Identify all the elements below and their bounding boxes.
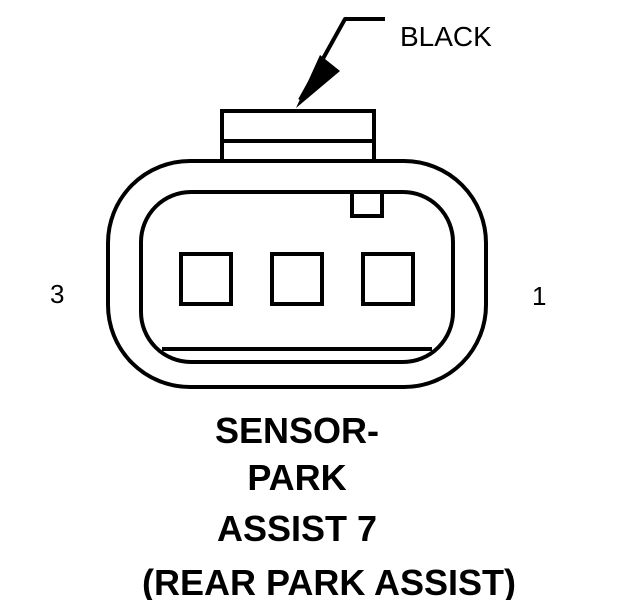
cavity-row <box>179 252 415 306</box>
terminal-cavity-1 <box>361 252 415 306</box>
pin-1-label: 1 <box>532 281 546 311</box>
title-line-3: ASSIST 7 <box>217 508 377 549</box>
color-leader <box>296 17 385 108</box>
terminal-cavity-3 <box>179 252 233 306</box>
title-line-2: PARK <box>247 457 346 498</box>
pin-3-label: 3 <box>50 279 64 309</box>
terminal-cavity-2 <box>270 252 324 306</box>
wire-color-label: BLACK <box>400 21 492 52</box>
title-line-1: SENSOR- <box>215 410 379 451</box>
lock-tab <box>220 109 376 165</box>
title-line-4: (REAR PARK ASSIST) <box>142 562 516 600</box>
leader-arrowhead <box>296 55 340 108</box>
keying-notch <box>350 190 384 218</box>
